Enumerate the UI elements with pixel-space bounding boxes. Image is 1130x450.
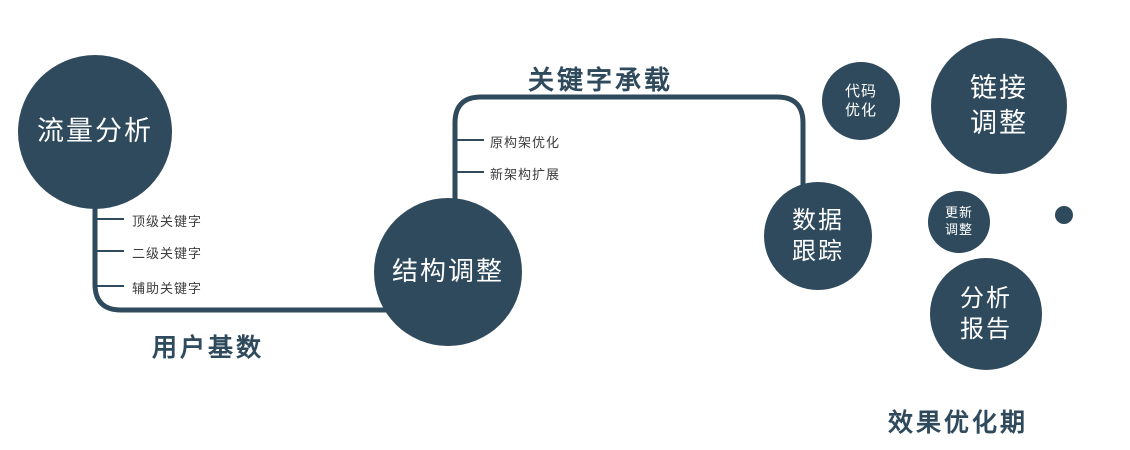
node-label: 结构调整 <box>391 256 504 287</box>
node-analysis-report: 分析 报告 <box>930 258 1042 370</box>
branch-label-original-architecture: 原构架优化 <box>490 135 561 150</box>
node-label: 优化 <box>844 102 877 119</box>
node-label: 跟踪 <box>792 238 844 265</box>
node-label: 调整 <box>970 108 1028 138</box>
node-label: 流量分析 <box>37 116 153 147</box>
caption-effect-optimization: 效果优化期 <box>888 409 1029 437</box>
node-update-adjustment: 更新 调整 <box>928 191 990 253</box>
edge-label-user-base: 用户基数 <box>152 334 265 362</box>
node-link-adjustment: 链接 调整 <box>931 38 1067 174</box>
branch-label-secondary-keywords: 二级关键字 <box>132 246 203 261</box>
edge-traffic-to-structure <box>92 198 392 313</box>
node-structure-adjustment: 结构调整 <box>374 198 522 346</box>
edge-label-keyword-carry: 关键字承载 <box>528 65 674 95</box>
node-data-tracking: 数据 跟踪 <box>764 182 872 290</box>
branch-label-auxiliary-keywords: 辅助关键字 <box>132 281 203 296</box>
node-label: 分析 <box>960 284 1012 312</box>
node-traffic-analysis: 流量分析 <box>18 55 172 209</box>
node-label: 数据 <box>792 206 844 234</box>
node-label: 更新 <box>944 205 973 221</box>
node-label: 链接 <box>970 72 1028 103</box>
node-label: 报告 <box>960 316 1012 343</box>
node-label: 调整 <box>944 222 973 237</box>
branch-label-top-keywords: 顶级关键字 <box>132 214 203 229</box>
branch-label-new-architecture: 新架构扩展 <box>490 167 561 182</box>
end-dot <box>1055 206 1073 224</box>
node-code-optimization: 代码 优化 <box>822 62 900 140</box>
node-label: 代码 <box>844 82 877 100</box>
edge-structure-to-tracking <box>452 94 806 204</box>
